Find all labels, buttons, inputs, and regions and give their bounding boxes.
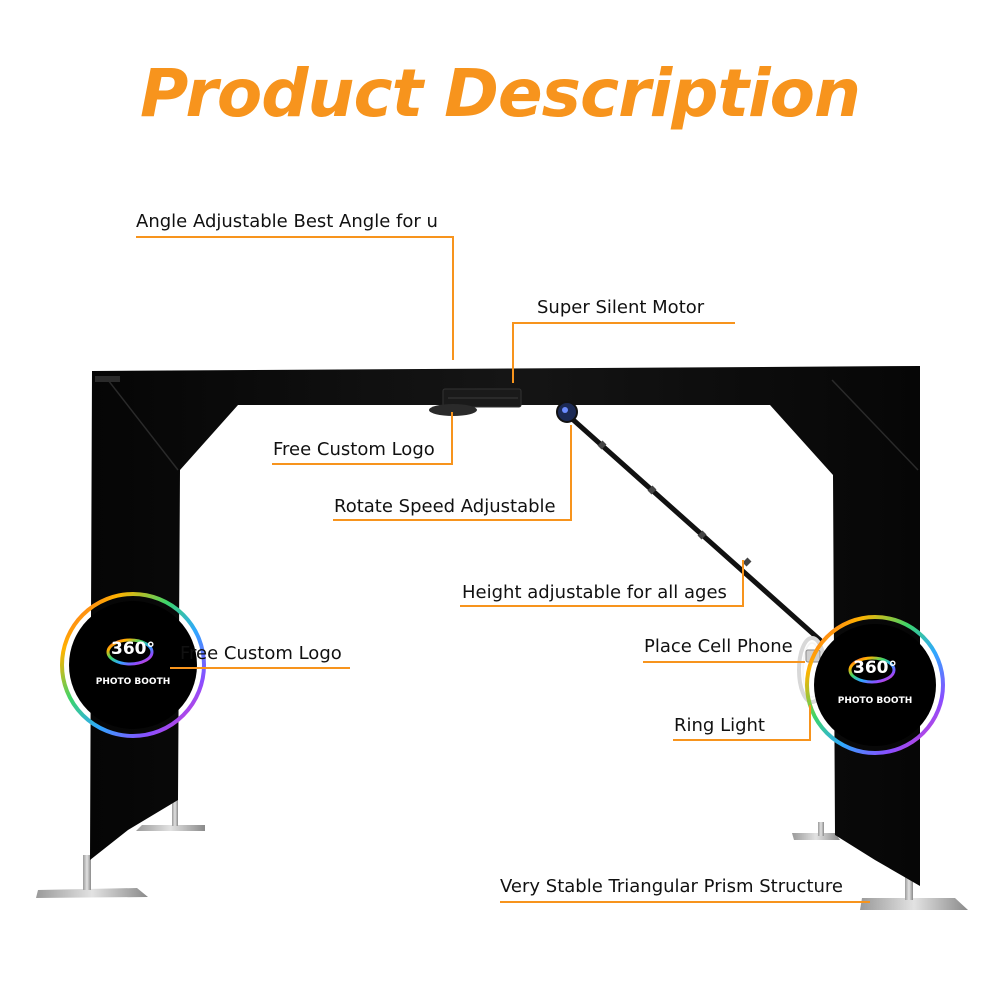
logo-badge-left [60,592,206,738]
callout-height-adjustable: Height adjustable for all ages [462,582,727,603]
callout-free-custom-logo-top: Free Custom Logo [273,439,435,460]
badge-text-left: PHOTO BOOTH [96,677,171,687]
callout-place-cell-phone: Place Cell Phone [644,636,793,657]
callout-lines [136,236,870,903]
motor-unit [429,388,522,416]
page-title: Product Description [140,55,861,132]
badge-number-right: 360° [853,658,897,678]
arch-frame [90,366,920,886]
callout-super-silent-motor: Super Silent Motor [537,297,705,318]
callout-rotate-speed: Rotate Speed Adjustable [334,496,556,517]
callout-ring-light: Ring Light [674,715,765,736]
badge-text-right: PHOTO BOOTH [838,696,913,706]
rotating-arm [556,401,823,643]
callout-free-custom-logo-left: Free Custom Logo [180,643,342,664]
callout-angle-adjustable: Angle Adjustable Best Angle for u [136,211,438,232]
callout-stable-structure: Very Stable Triangular Prism Structure [500,876,843,897]
right-base [792,822,968,910]
logo-badge-right [805,615,945,755]
badge-number-left: 360° [111,639,155,659]
left-base [36,800,205,898]
